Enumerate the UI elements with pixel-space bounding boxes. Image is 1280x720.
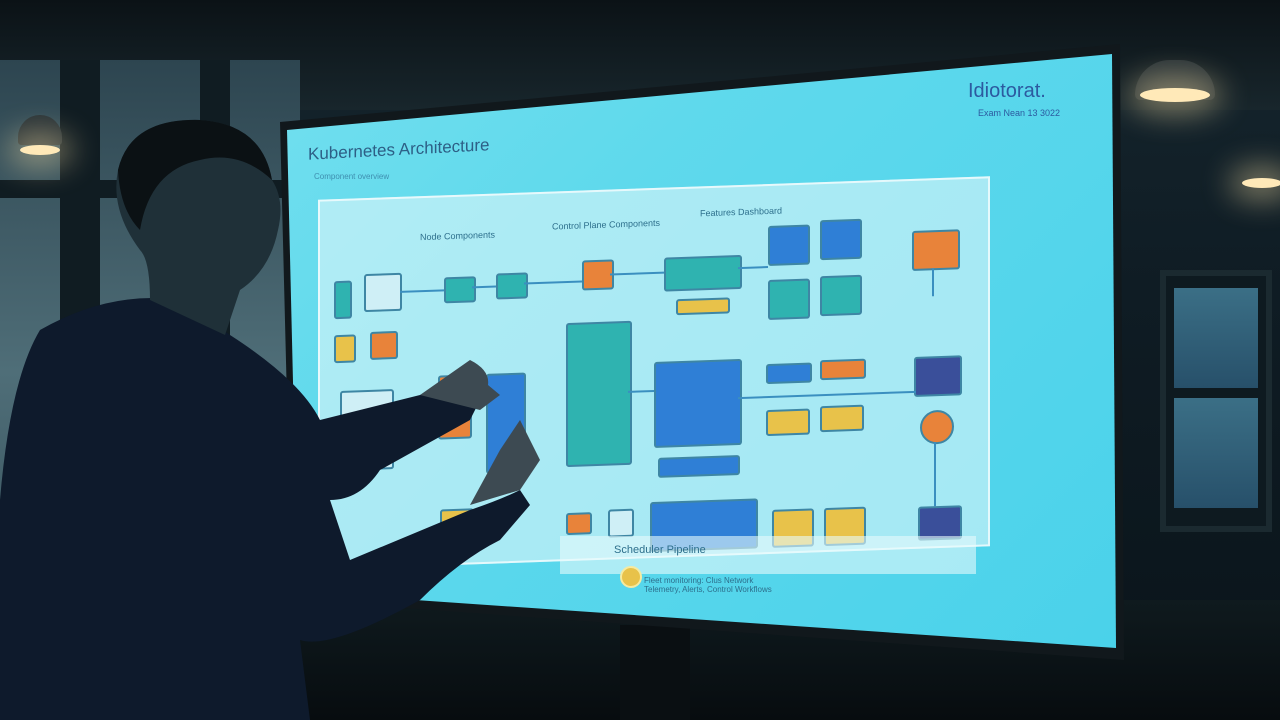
ceiling-lamp	[18, 115, 62, 145]
lamp-light	[1242, 178, 1280, 188]
logo: Idiotorat.	[968, 80, 1046, 102]
screen-stand	[620, 625, 690, 720]
footer-title: Scheduler Pipeline	[614, 544, 706, 556]
diagram-subtitle: Component overview	[314, 172, 390, 181]
footer-text: Fleet monitoring: Clus Network Telemetry…	[644, 576, 772, 594]
lamp-light	[1140, 88, 1210, 102]
logo-subtitle: Exam Nean 13 3022	[978, 108, 1061, 118]
door	[1160, 270, 1272, 532]
gear-icon	[620, 566, 642, 588]
lamp-light	[20, 145, 60, 155]
